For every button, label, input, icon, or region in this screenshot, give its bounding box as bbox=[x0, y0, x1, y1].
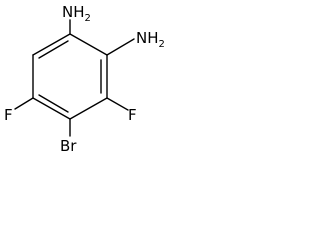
amine-label-top: NH2 bbox=[62, 3, 91, 24]
ring-double-bond-c6-c1 bbox=[38, 40, 69, 59]
amine-label-right: NH2 bbox=[136, 29, 165, 50]
bond-c3-fluoro-right bbox=[106, 97, 129, 111]
bond-c2-nh2-right bbox=[106, 38, 135, 56]
bond-c5-fluoro-left bbox=[14, 97, 34, 110]
ring-bond-c3-c4 bbox=[69, 97, 108, 120]
ring-bond-c1-c2 bbox=[69, 33, 108, 56]
bromo-label: Br bbox=[60, 137, 77, 155]
ring-bond-c4-c5 bbox=[32, 97, 71, 120]
benzene-ring bbox=[32, 33, 108, 120]
fluoro-label-right: F bbox=[128, 106, 137, 124]
ring-double-bond-c4-c5 bbox=[38, 94, 69, 113]
chemical-structure-diagram: NH2 NH2 F F Br bbox=[4, 3, 165, 155]
ring-bond-c6-c1 bbox=[32, 33, 71, 56]
fluoro-label-left: F bbox=[4, 106, 13, 124]
substituent-bonds bbox=[14, 19, 135, 137]
